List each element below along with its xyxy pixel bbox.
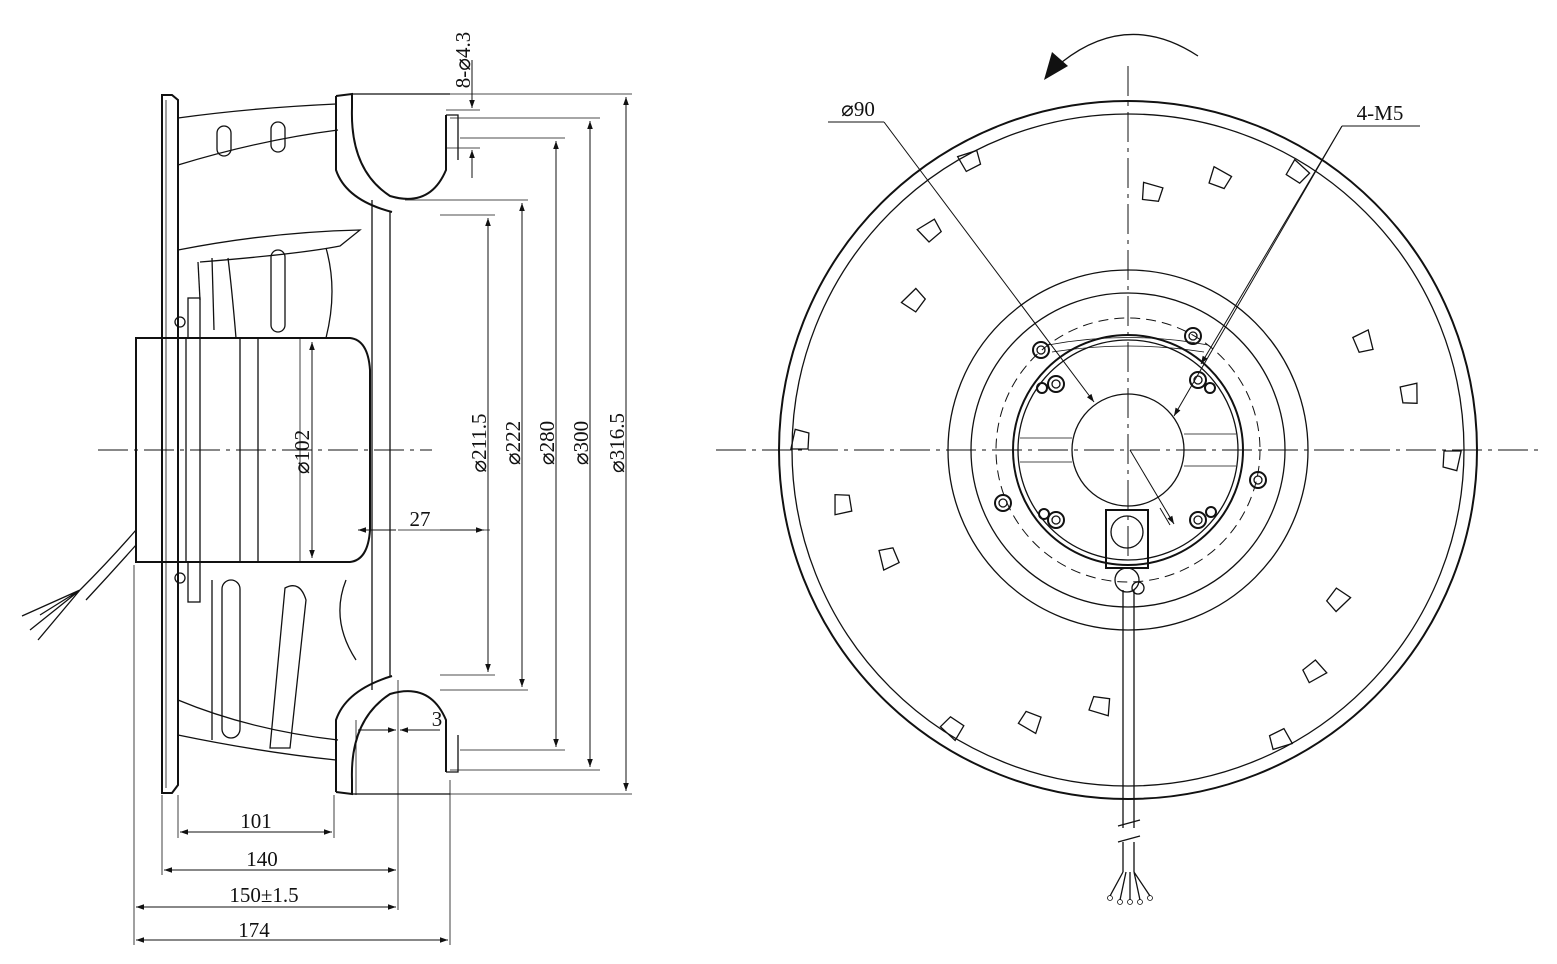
blade-tip (900, 287, 927, 313)
dim-dia-280: ⌀280 (535, 421, 559, 465)
side-view: 174 150±1.5 140 101 27 3 ⌀102 ⌀211.5 ⌀22… (21, 32, 632, 945)
blade-tip (1325, 587, 1352, 613)
blade-tip (1285, 158, 1311, 185)
blade-tip (1351, 328, 1374, 353)
dim-dia-300: ⌀300 (569, 421, 593, 465)
dim-gap: 3 (432, 707, 443, 731)
screw-holes (994, 327, 1267, 529)
outer-ring-inner (791, 113, 1465, 787)
dim-dia-222: ⌀222 (501, 421, 525, 465)
blade-tip (1088, 695, 1111, 717)
motor-rotor (1012, 334, 1244, 566)
outer-ring (778, 100, 1478, 800)
blade-tip (1302, 659, 1328, 684)
blade-tips (790, 149, 1462, 751)
dim-holes: 8-⌀4.3 (451, 32, 475, 88)
inlet-shroud (335, 92, 459, 796)
blade-tip (1141, 181, 1164, 203)
impeller-upper (177, 103, 362, 339)
dim-length-140: 140 (246, 847, 278, 871)
rotation-arrow-icon (1044, 33, 1199, 80)
dim-length-150: 150±1.5 (229, 883, 298, 907)
cable (21, 529, 137, 641)
blade-tip (790, 428, 810, 450)
blade-tip (1442, 450, 1462, 472)
motor-rotor-inner (1017, 339, 1239, 561)
dimension-lines (136, 60, 629, 943)
impeller-lower (177, 579, 357, 761)
dim-length-101: 101 (240, 809, 272, 833)
hub-ring (970, 292, 1286, 608)
dim-dia-211: ⌀211.5 (467, 413, 491, 472)
blade-tip (916, 218, 943, 243)
blade-tip (1208, 165, 1233, 190)
dim-motor-dia: ⌀102 (290, 430, 314, 474)
dim-threads: 4-M5 (1357, 101, 1404, 125)
dim-overall-length: 174 (238, 918, 270, 942)
blade-tip (939, 715, 965, 742)
inlet-ring (947, 269, 1309, 631)
blade-tip (1017, 710, 1042, 735)
leader-lines (828, 121, 1420, 526)
motor-center (1071, 393, 1185, 507)
blade-tip (1399, 382, 1418, 404)
front-view: ⌀90 4-M5 (716, 33, 1540, 905)
extension-lines (133, 93, 632, 945)
blade-tip (878, 547, 900, 572)
dim-bolt-circle: ⌀90 (841, 97, 875, 121)
blade-tip (956, 149, 982, 173)
dim-inlet-offset: 27 (410, 507, 431, 531)
mounting-flange (161, 94, 179, 794)
hub-ring-dashed (995, 317, 1261, 583)
blade-tip (1268, 727, 1294, 751)
cable-gland (1105, 509, 1153, 905)
dim-dia-316: ⌀316.5 (605, 413, 629, 473)
blade-tip (834, 493, 853, 516)
